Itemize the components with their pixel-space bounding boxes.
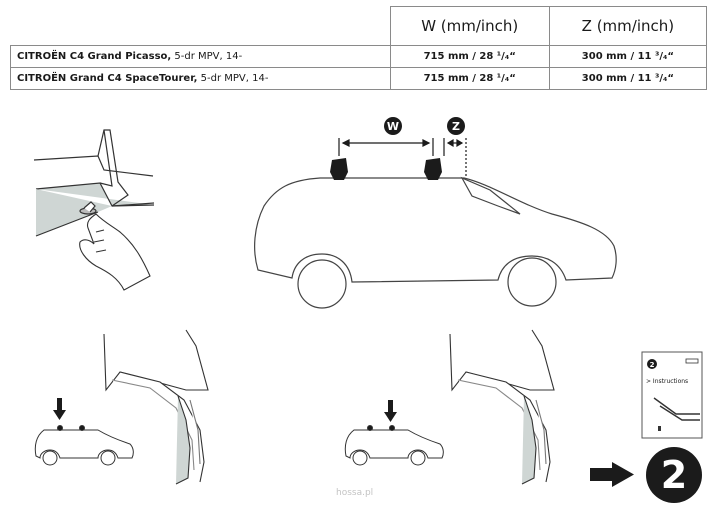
watermark: hossa.pl bbox=[336, 488, 374, 498]
z-value: 300 mm / 11 ³/₄“ bbox=[548, 67, 708, 90]
mini-car-left bbox=[34, 425, 134, 466]
model-name: CITROËN Grand C4 SpaceTourer, bbox=[17, 73, 198, 84]
mini-car-center bbox=[344, 425, 444, 466]
header-cell-blank bbox=[10, 6, 391, 46]
table-row: CITROËN Grand C4 SpaceTourer, 5-dr MPV, … bbox=[10, 67, 708, 90]
door-seal-left bbox=[103, 329, 209, 485]
pointing-hand-icon bbox=[79, 213, 151, 291]
model-cell: CITROËN Grand C4 SpaceTourer, 5-dr MPV, … bbox=[10, 67, 391, 90]
w-dimension bbox=[338, 138, 467, 178]
roof-feet bbox=[330, 158, 442, 180]
z-label: Z bbox=[452, 120, 460, 133]
right-arrow-icon bbox=[590, 462, 634, 487]
door-frame-illustration bbox=[33, 129, 155, 237]
next-step-number: 2 bbox=[646, 447, 702, 503]
car-side-view bbox=[254, 176, 617, 309]
w-label: W bbox=[387, 120, 399, 133]
card-step-number: 2 bbox=[650, 361, 655, 369]
instructions-card: 2 > Instructions bbox=[641, 351, 703, 439]
card-instructions-text: > Instructions bbox=[646, 378, 688, 385]
model-name: CITROËN C4 Grand Picasso, bbox=[17, 51, 172, 62]
spec-table: W (mm/inch) Z (mm/inch) CITROËN C4 Grand… bbox=[10, 6, 708, 90]
down-arrow-icon bbox=[384, 400, 397, 422]
z-badge bbox=[447, 117, 465, 135]
w-badge bbox=[384, 117, 402, 135]
model-desc: 5-dr MPV, 14- bbox=[197, 73, 269, 84]
model-desc: 5-dr MPV, 14- bbox=[171, 51, 243, 62]
down-arrow-icon bbox=[53, 398, 66, 420]
door-seal-right bbox=[449, 329, 555, 485]
header-cell-z: Z (mm/inch) bbox=[548, 6, 708, 46]
table-header-row: W (mm/inch) Z (mm/inch) bbox=[10, 6, 708, 46]
